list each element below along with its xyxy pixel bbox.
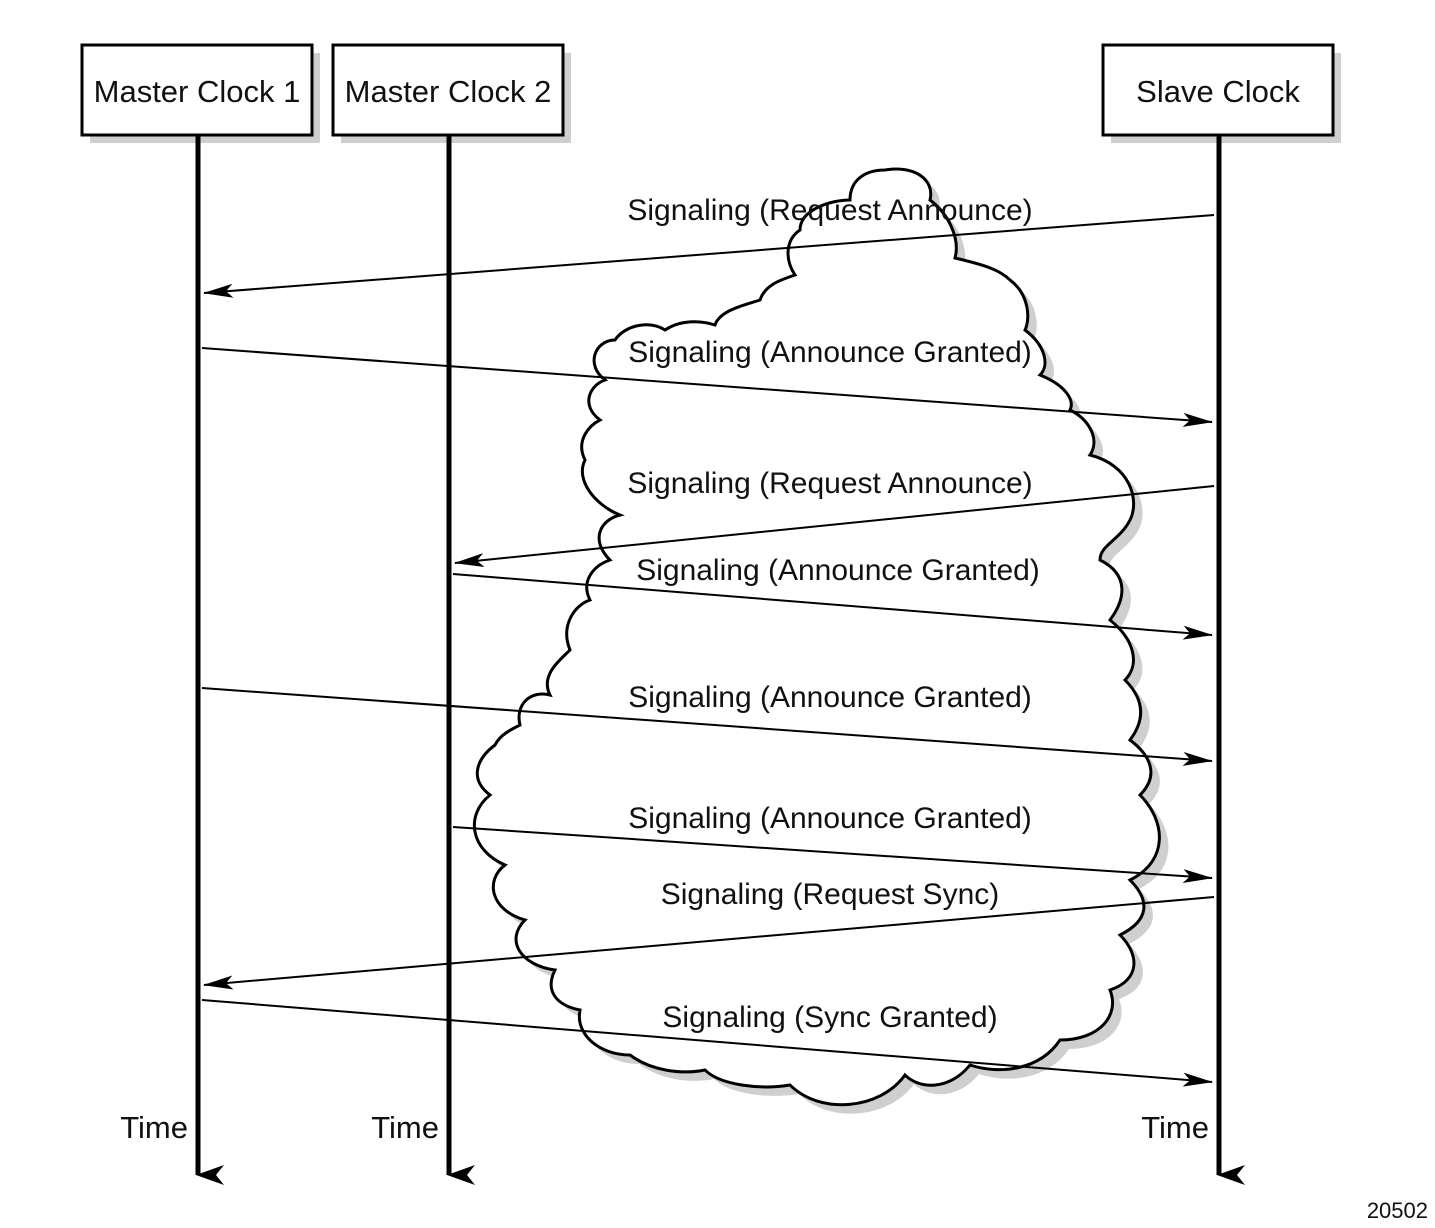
message-arrow	[454, 485, 1215, 568]
clock-box-master-2	[331, 43, 565, 137]
message-label: Signaling (Request Announce)	[627, 194, 1032, 227]
message-label: Signaling (Announce Granted)	[628, 681, 1032, 714]
message-label: Signaling (Request Sync)	[661, 878, 1000, 911]
message-arrow	[201, 687, 1213, 766]
figure-id: 20502	[1367, 1198, 1428, 1223]
clock-label-master-1: Master Clock 1	[94, 74, 301, 109]
message-arrow	[201, 347, 1213, 427]
message-arrow	[452, 826, 1213, 884]
clock-boxes: Master Clock 1 Master Clock 2 Slave Cloc…	[80, 43, 1341, 143]
message-label: Signaling (Request Announce)	[627, 467, 1032, 500]
messages: Signaling (Request Announce) Signaling (…	[201, 194, 1215, 1087]
network-cloud	[473, 167, 1169, 1114]
clock-box-slave	[1101, 43, 1335, 137]
time-label-master-1: Time	[120, 1110, 188, 1145]
message-label: Signaling (Announce Granted)	[628, 802, 1032, 835]
message-arrow	[452, 573, 1213, 640]
lifelines: Time Time Time	[120, 135, 1245, 1185]
message-label: Signaling (Announce Granted)	[636, 554, 1040, 587]
message-arrow	[203, 214, 1215, 298]
clock-box-master-1	[80, 43, 314, 137]
clock-label-master-2: Master Clock 2	[345, 74, 552, 109]
time-label-slave: Time	[1141, 1110, 1209, 1145]
time-label-master-2: Time	[371, 1110, 439, 1145]
message-label: Signaling (Announce Granted)	[628, 336, 1032, 369]
message-arrow	[203, 896, 1215, 990]
cloud-outline	[473, 167, 1161, 1107]
message-label: Signaling (Sync Granted)	[662, 1001, 997, 1034]
message-arrow	[201, 999, 1213, 1087]
clock-label-slave: Slave Clock	[1136, 74, 1300, 109]
